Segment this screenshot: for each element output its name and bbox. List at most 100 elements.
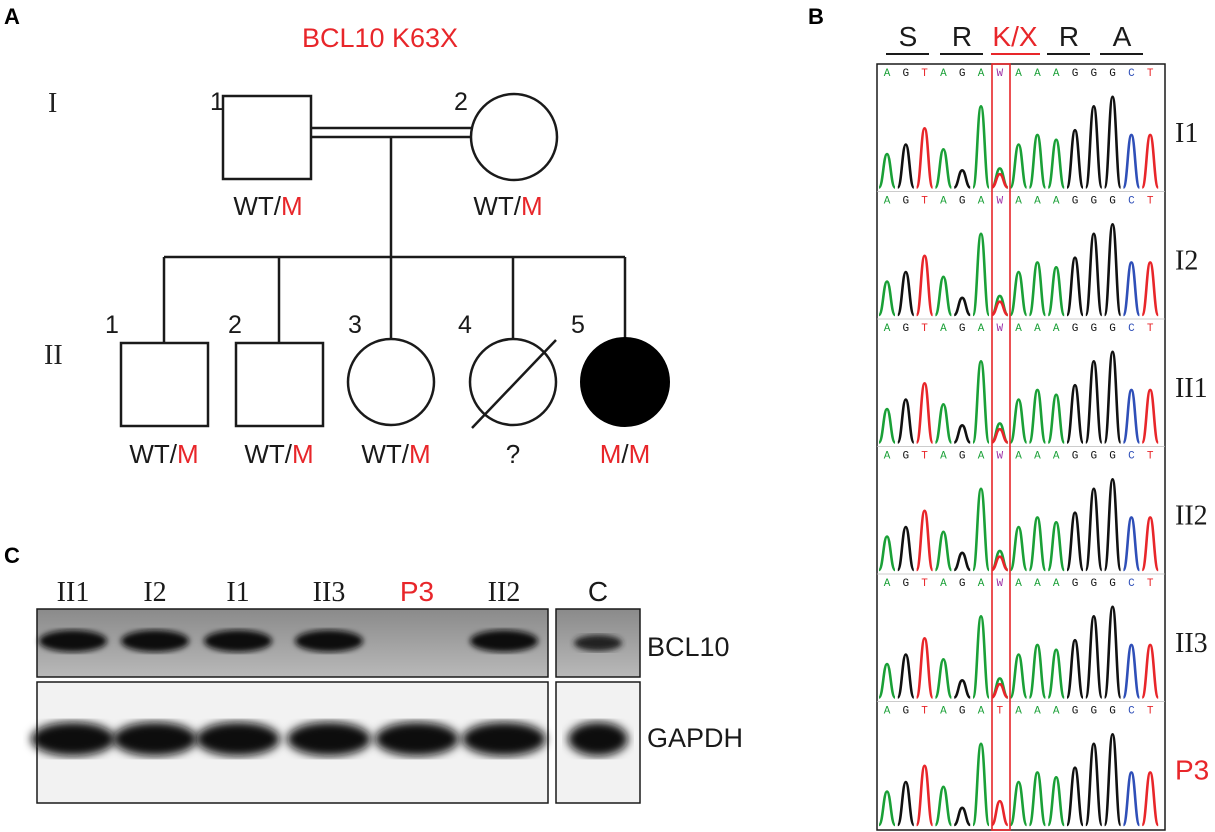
base-call: G xyxy=(1109,706,1116,718)
chromatogram-peak xyxy=(971,615,991,699)
base-call: G xyxy=(902,196,909,208)
chromatogram-peak xyxy=(1140,261,1160,317)
bcl10-band xyxy=(39,630,107,652)
base-call: C xyxy=(1128,323,1135,335)
base-call: T xyxy=(921,706,928,718)
base-call: G xyxy=(1109,451,1116,463)
base-call: A xyxy=(978,451,985,463)
gen2-female-3-symbol xyxy=(346,337,436,427)
base-call: W xyxy=(996,451,1003,463)
chromatogram-peak xyxy=(1028,771,1047,827)
chromatogram-peak xyxy=(1028,643,1047,699)
generation-label-ii: II xyxy=(44,340,63,371)
gapdh-band xyxy=(113,722,197,756)
gen2-4-number: 4 xyxy=(458,311,472,339)
chromatogram-peak xyxy=(1046,520,1066,572)
base-call: T xyxy=(1147,578,1154,590)
base-call: T xyxy=(1147,323,1154,335)
chromatogram-peak xyxy=(1046,393,1066,444)
lane-label-i1: I1 xyxy=(226,577,249,608)
base-call: A xyxy=(1015,68,1022,80)
chromatogram-peak xyxy=(1103,477,1122,572)
chromatogram-peak xyxy=(934,275,953,317)
gapdh-band-control xyxy=(568,722,628,756)
lane-label-ii3: II3 xyxy=(313,577,346,608)
gen2-1-genotype-wt: WT/ xyxy=(129,439,177,469)
gen2-female-4-symbol xyxy=(468,337,558,427)
chromatogram-peak xyxy=(991,427,1009,444)
base-call: C xyxy=(1128,578,1135,590)
lane-label-p3: P3 xyxy=(400,576,434,607)
gen1-2-genotype-wt: WT/ xyxy=(473,191,521,221)
chromatogram-peak xyxy=(896,525,916,572)
chromatogram-peak xyxy=(990,799,1010,827)
chromatogram-peak xyxy=(1084,105,1104,189)
base-call: A xyxy=(978,323,985,335)
base-call: G xyxy=(902,706,909,718)
base-call: G xyxy=(959,706,966,718)
base-call: G xyxy=(1090,196,1097,208)
codon-s: S xyxy=(899,21,918,52)
chromatogram-peak xyxy=(934,147,953,189)
chromatogram-peak xyxy=(953,806,971,827)
chromatogram-peak xyxy=(915,509,934,572)
gen2-male-1-symbol xyxy=(119,341,210,428)
chromatogram-peak xyxy=(1028,261,1047,317)
chromatogram-peak xyxy=(1084,360,1104,444)
codon-header: S R K/X R A xyxy=(886,21,1143,55)
gen2-4-genotype: ? xyxy=(506,439,520,469)
chromatogram-peak xyxy=(971,360,991,444)
bcl10-band xyxy=(204,630,272,652)
panel-a: A BCL10 K63X I II 1 WT/M 2 WT/M 1 xyxy=(4,4,670,469)
chromatogram-peak xyxy=(915,126,934,189)
base-call: A xyxy=(940,451,947,463)
chromatogram-peak xyxy=(1009,653,1028,699)
base-call: A xyxy=(1053,451,1060,463)
chromatogram-peak xyxy=(1009,398,1028,444)
chromatogram-peak xyxy=(953,296,971,317)
track-label-ii1: II1 xyxy=(1175,373,1208,404)
base-call: G xyxy=(1090,323,1097,335)
base-call: C xyxy=(1128,196,1135,208)
gapdh-band xyxy=(31,722,115,756)
gapdh-band xyxy=(287,722,371,756)
base-call: A xyxy=(1034,706,1041,718)
chromatogram-peak xyxy=(1122,516,1141,572)
gen2-5-genotype-slash: / xyxy=(621,439,629,469)
track-label-i2: I2 xyxy=(1175,246,1198,277)
chromatogram-peak xyxy=(953,551,971,572)
base-call: T xyxy=(921,323,928,335)
base-call: T xyxy=(921,196,928,208)
chromatogram-peak xyxy=(896,143,916,189)
chromatogram-peak xyxy=(1140,643,1160,699)
gen1-2-genotype: WT/M xyxy=(473,191,542,221)
panel-a-letter: A xyxy=(4,4,20,29)
gen2-1-genotype-m: M xyxy=(177,439,199,469)
gen2-5-genotype-m1: M xyxy=(600,439,622,469)
base-call: G xyxy=(1109,196,1116,208)
track-label-ii3: II3 xyxy=(1175,628,1208,659)
deceased-slash xyxy=(471,339,557,429)
chromatogram-peak xyxy=(1103,350,1122,444)
pedigree-lines xyxy=(162,126,627,343)
base-call: W xyxy=(996,68,1003,80)
base-call: A xyxy=(940,68,947,80)
lane-label-ii1: II1 xyxy=(57,577,90,608)
chromatogram-peak xyxy=(1084,615,1104,699)
track-label-p3: P3 xyxy=(1175,755,1209,786)
chromatogram-peak xyxy=(1103,222,1122,317)
chromatogram-peak xyxy=(877,280,897,317)
chromatogram-peak xyxy=(1065,638,1085,699)
chromatogram-peak xyxy=(1046,648,1066,699)
chromatogram-peak xyxy=(1140,388,1160,444)
chromatogram-peak xyxy=(1009,143,1028,189)
base-call: T xyxy=(1147,451,1154,463)
base-call: T xyxy=(921,68,928,80)
base-call: G xyxy=(1090,706,1097,718)
gen2-1-number: 1 xyxy=(105,311,119,339)
base-call: G xyxy=(1109,578,1116,590)
panel-b-letter: B xyxy=(808,4,824,29)
codon-r1: R xyxy=(952,21,972,52)
base-call: G xyxy=(959,323,966,335)
